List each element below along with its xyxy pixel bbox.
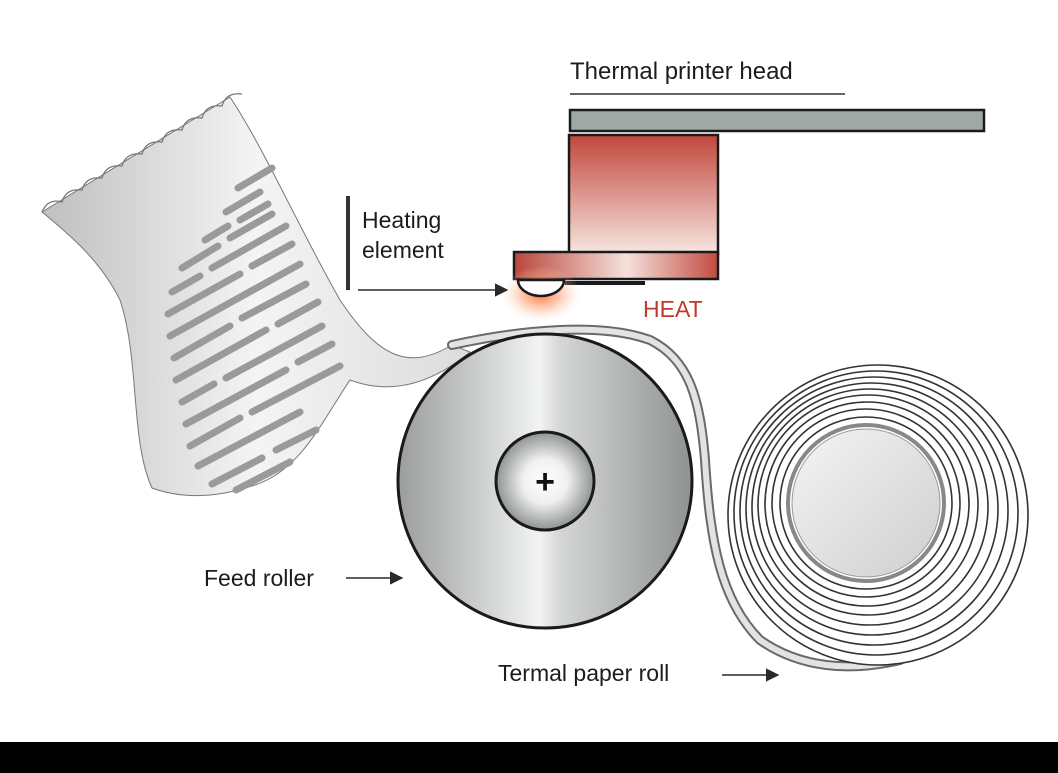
feed-roller-label: Feed roller (204, 565, 314, 591)
paper-roll-label: Termal paper roll (498, 660, 670, 686)
printer-head-lower (512, 250, 720, 281)
printed-paper-strip (41, 96, 471, 497)
heating-element-label: Heating element (362, 207, 444, 263)
roller-hub (494, 430, 596, 532)
printer-head-block (567, 133, 720, 256)
roll-core (791, 428, 941, 578)
printed-text-lines (164, 164, 344, 494)
printer-head-label: Thermal printer head (570, 58, 793, 85)
heat-label: HEAT (643, 296, 703, 322)
printer-head-bar (568, 108, 986, 133)
paper-torn-edge (41, 93, 243, 213)
heating-element-dome (516, 278, 566, 298)
plus-icon: + (535, 463, 555, 501)
bottom-black-bar (0, 742, 1058, 773)
